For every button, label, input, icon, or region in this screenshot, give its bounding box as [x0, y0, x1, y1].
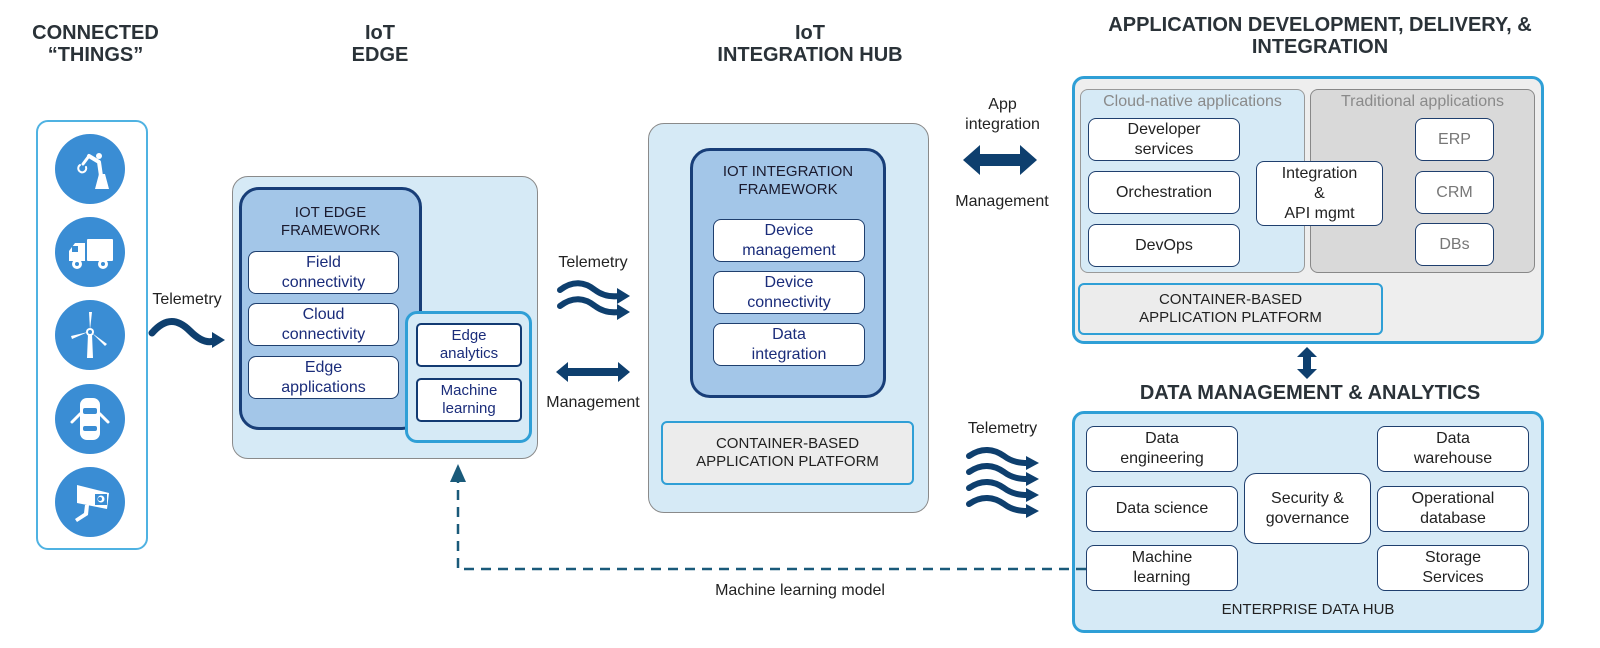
app-data-vertical-double-arrow [1297, 347, 1317, 379]
hub-item-device-connectivity: Device connectivity [713, 271, 865, 314]
heading-iot-edge: IoT EDGE [351, 22, 409, 66]
data-item-security-governance: Security & governance [1244, 473, 1371, 544]
edge-item-edge-analytics: Edge analytics [416, 323, 522, 367]
hub-item-data-integration: Data integration [713, 323, 865, 366]
robot-arm-icon [55, 134, 125, 204]
app-item-erp: ERP [1415, 118, 1494, 161]
traditional-apps-title: Traditional applications [1340, 93, 1505, 110]
heading-connected-things: CONNECTED “THINGS” [32, 22, 159, 66]
connected-things-panel [36, 120, 148, 550]
connector-label-app-integration: App integration [965, 96, 1040, 133]
connector-label-management-app: Management [955, 193, 1049, 210]
data-item-operational-database: Operational database [1377, 486, 1529, 532]
cloud-native-title: Cloud-native applications [1103, 93, 1282, 110]
iot-edge-framework-title: IOT EDGE FRAMEWORK [280, 204, 381, 239]
data-item-machine-learning: Machine learning [1086, 545, 1238, 591]
app-item-crm: CRM [1415, 171, 1494, 214]
management-double-arrow-edge-hub [556, 362, 630, 382]
edge-item-field-connectivity: Field connectivity [248, 251, 399, 294]
app-container-platform: CONTAINER-BASED APPLICATION PLATFORM [1078, 283, 1383, 335]
truck-icon [55, 217, 125, 287]
security-camera-icon [55, 467, 125, 537]
ml-model-feedback-arrow [450, 464, 1086, 571]
iot-integration-framework-title: IOT INTEGRATION FRAMEWORK [722, 163, 854, 198]
edge-item-cloud-connectivity: Cloud connectivity [248, 303, 399, 346]
app-item-devops: DevOps [1088, 224, 1240, 267]
telemetry-wave-arrow-things [148, 318, 225, 348]
hub-container-platform: CONTAINER-BASED APPLICATION PLATFORM [661, 421, 914, 485]
heading-iot-integration-hub: IoT INTEGRATION HUB [717, 22, 903, 66]
app-item-integration-api-mgmt: Integration & API mgmt [1256, 161, 1383, 226]
car-icon [55, 384, 125, 454]
connector-label-management-edge-hub: Management [546, 394, 640, 411]
edge-item-machine-learning: Machine learning [416, 378, 522, 422]
connector-label-telemetry-things: Telemetry [152, 291, 222, 308]
enterprise-data-hub-label: ENTERPRISE DATA HUB [1221, 601, 1395, 618]
heading-app-development: APPLICATION DEVELOPMENT, DELIVERY, & INT… [1108, 14, 1532, 58]
wind-turbine-icon [55, 300, 125, 370]
telemetry-wave-arrow-edge-hub [557, 280, 630, 320]
telemetry-wave-arrow-data [966, 447, 1039, 518]
edge-item-edge-applications: Edge applications [248, 356, 399, 399]
hub-item-device-management: Device management [713, 219, 865, 262]
app-item-developer-services: Developer services [1088, 118, 1240, 161]
data-item-data-science: Data science [1086, 486, 1238, 532]
data-item-data-warehouse: Data warehouse [1377, 426, 1529, 472]
data-item-storage-services: Storage Services [1377, 545, 1529, 591]
heading-data-management: DATA MANAGEMENT & ANALYTICS [1139, 382, 1481, 404]
connector-label-ml-model: Machine learning model [715, 582, 885, 599]
app-item-dbs: DBs [1415, 223, 1494, 266]
connector-label-telemetry-edge-hub: Telemetry [558, 254, 628, 271]
app-item-orchestration: Orchestration [1088, 171, 1240, 214]
connector-label-telemetry-data: Telemetry [967, 420, 1038, 437]
data-item-data-engineering: Data engineering [1086, 426, 1238, 472]
app-integration-double-arrow [963, 145, 1037, 175]
